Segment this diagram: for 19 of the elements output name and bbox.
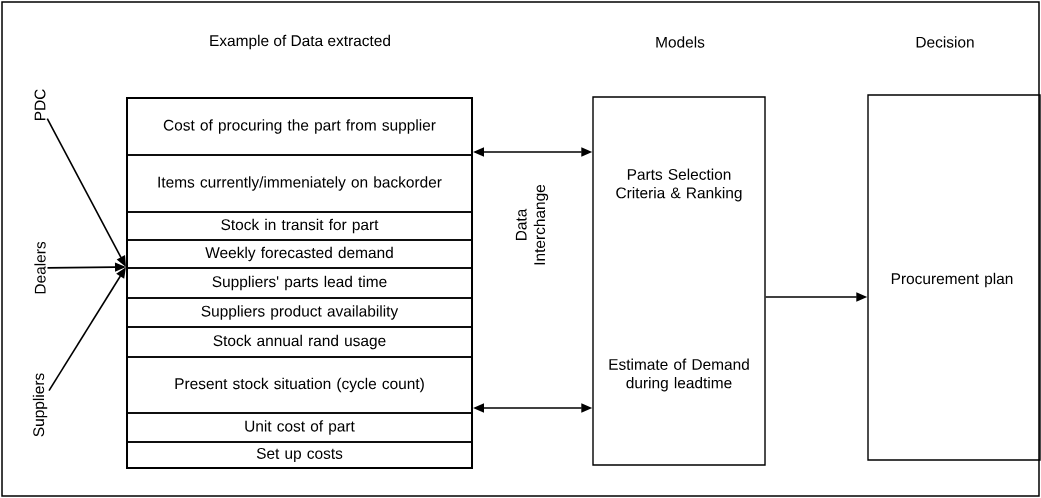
table-row: Cost of procuring the part from supplier <box>126 97 473 156</box>
node-label: Example of Data extracted <box>210 34 390 50</box>
source-label: Suppliers <box>32 373 48 437</box>
table-row: Present stock situation (cycle count) <box>126 356 473 414</box>
table-row: Stock annual rand usage <box>126 326 473 358</box>
node-label: Models <box>656 36 705 48</box>
table-row: Suppliers' parts lead time <box>126 267 473 299</box>
table-row: Items currently/immeniately on backorder <box>126 154 473 213</box>
source-label: Dealers <box>34 241 46 294</box>
table-row: Set up costs <box>126 441 473 469</box>
table-row: Stock in transit for part <box>126 211 473 241</box>
table-row: Suppliers product availability <box>126 297 473 328</box>
table-row: Weekly forecasted demand <box>126 239 473 269</box>
source-label: PDC <box>34 89 46 121</box>
interchange-label: Data Interchange <box>515 184 549 265</box>
decision-box: Decision Procurement plan <box>867 36 1041 461</box>
node-label: Decision <box>916 36 974 48</box>
model-box: Models Parts Selection Criteria & Ranking Estimate of Demand during leadtime <box>592 36 766 466</box>
table-row: Unit cost of part <box>126 412 473 443</box>
